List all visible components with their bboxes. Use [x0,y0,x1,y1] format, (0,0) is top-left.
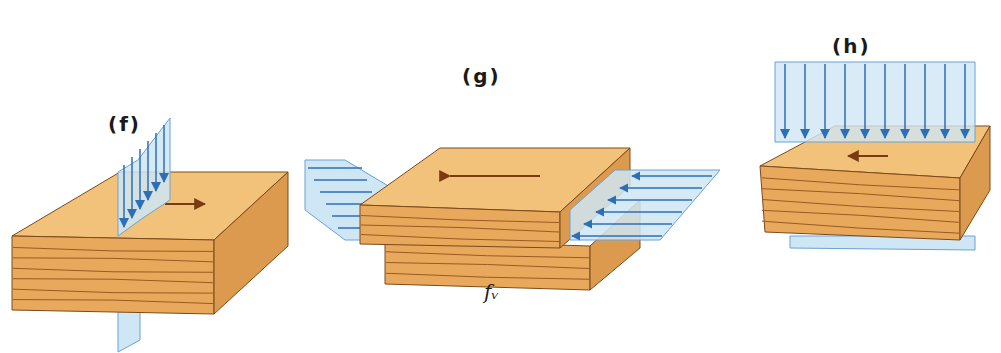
wood-grain [13,299,213,303]
part-label: (f) [108,112,141,136]
stress-arrow [123,165,125,227]
stress-arrow [964,64,966,138]
stress-symbol: fᵥ [484,280,499,304]
stress-line [314,179,367,180]
stress-line [308,167,362,168]
part-label: (h) [832,34,871,58]
wood-grain [361,235,559,242]
stress-arrow [131,157,133,218]
stress-arrow [139,149,141,209]
wood-grain [361,216,559,223]
stress-arrow [864,64,866,138]
stress-arrow [620,187,702,188]
stress-line [320,191,372,192]
stress-arrow [784,64,786,138]
stress-arrow [824,64,826,138]
wood-grain [762,210,959,222]
stress-arrow [884,64,886,138]
stress-arrow [155,133,157,191]
wood-grain [13,247,213,251]
stress-arrow [844,64,846,138]
wood-grain [386,263,589,269]
wood-grain [13,268,213,272]
wood-grain [762,221,959,233]
stress-arrow [572,235,662,236]
wood-grain [13,289,213,293]
stress-arrow [904,64,906,138]
wood-grain [361,225,559,232]
wood-grain [762,200,959,212]
stress-arrow [608,199,692,200]
wood-grain [386,252,589,258]
stress-arrow [632,175,712,176]
stress-arrow [924,64,926,138]
stress-arrow [163,125,165,182]
wood-grain [386,273,589,279]
wood-grain [13,279,213,283]
block-h [760,126,990,240]
stress-arrow [596,211,682,212]
wood-grain [13,258,213,262]
part-label: (g) [462,64,501,88]
stress-arrow [944,64,946,138]
stress-arrow [584,223,672,224]
stress-arrow [804,64,806,138]
stress-arrow [147,141,149,200]
wood-grain [762,189,959,201]
wood-grain [762,178,959,190]
